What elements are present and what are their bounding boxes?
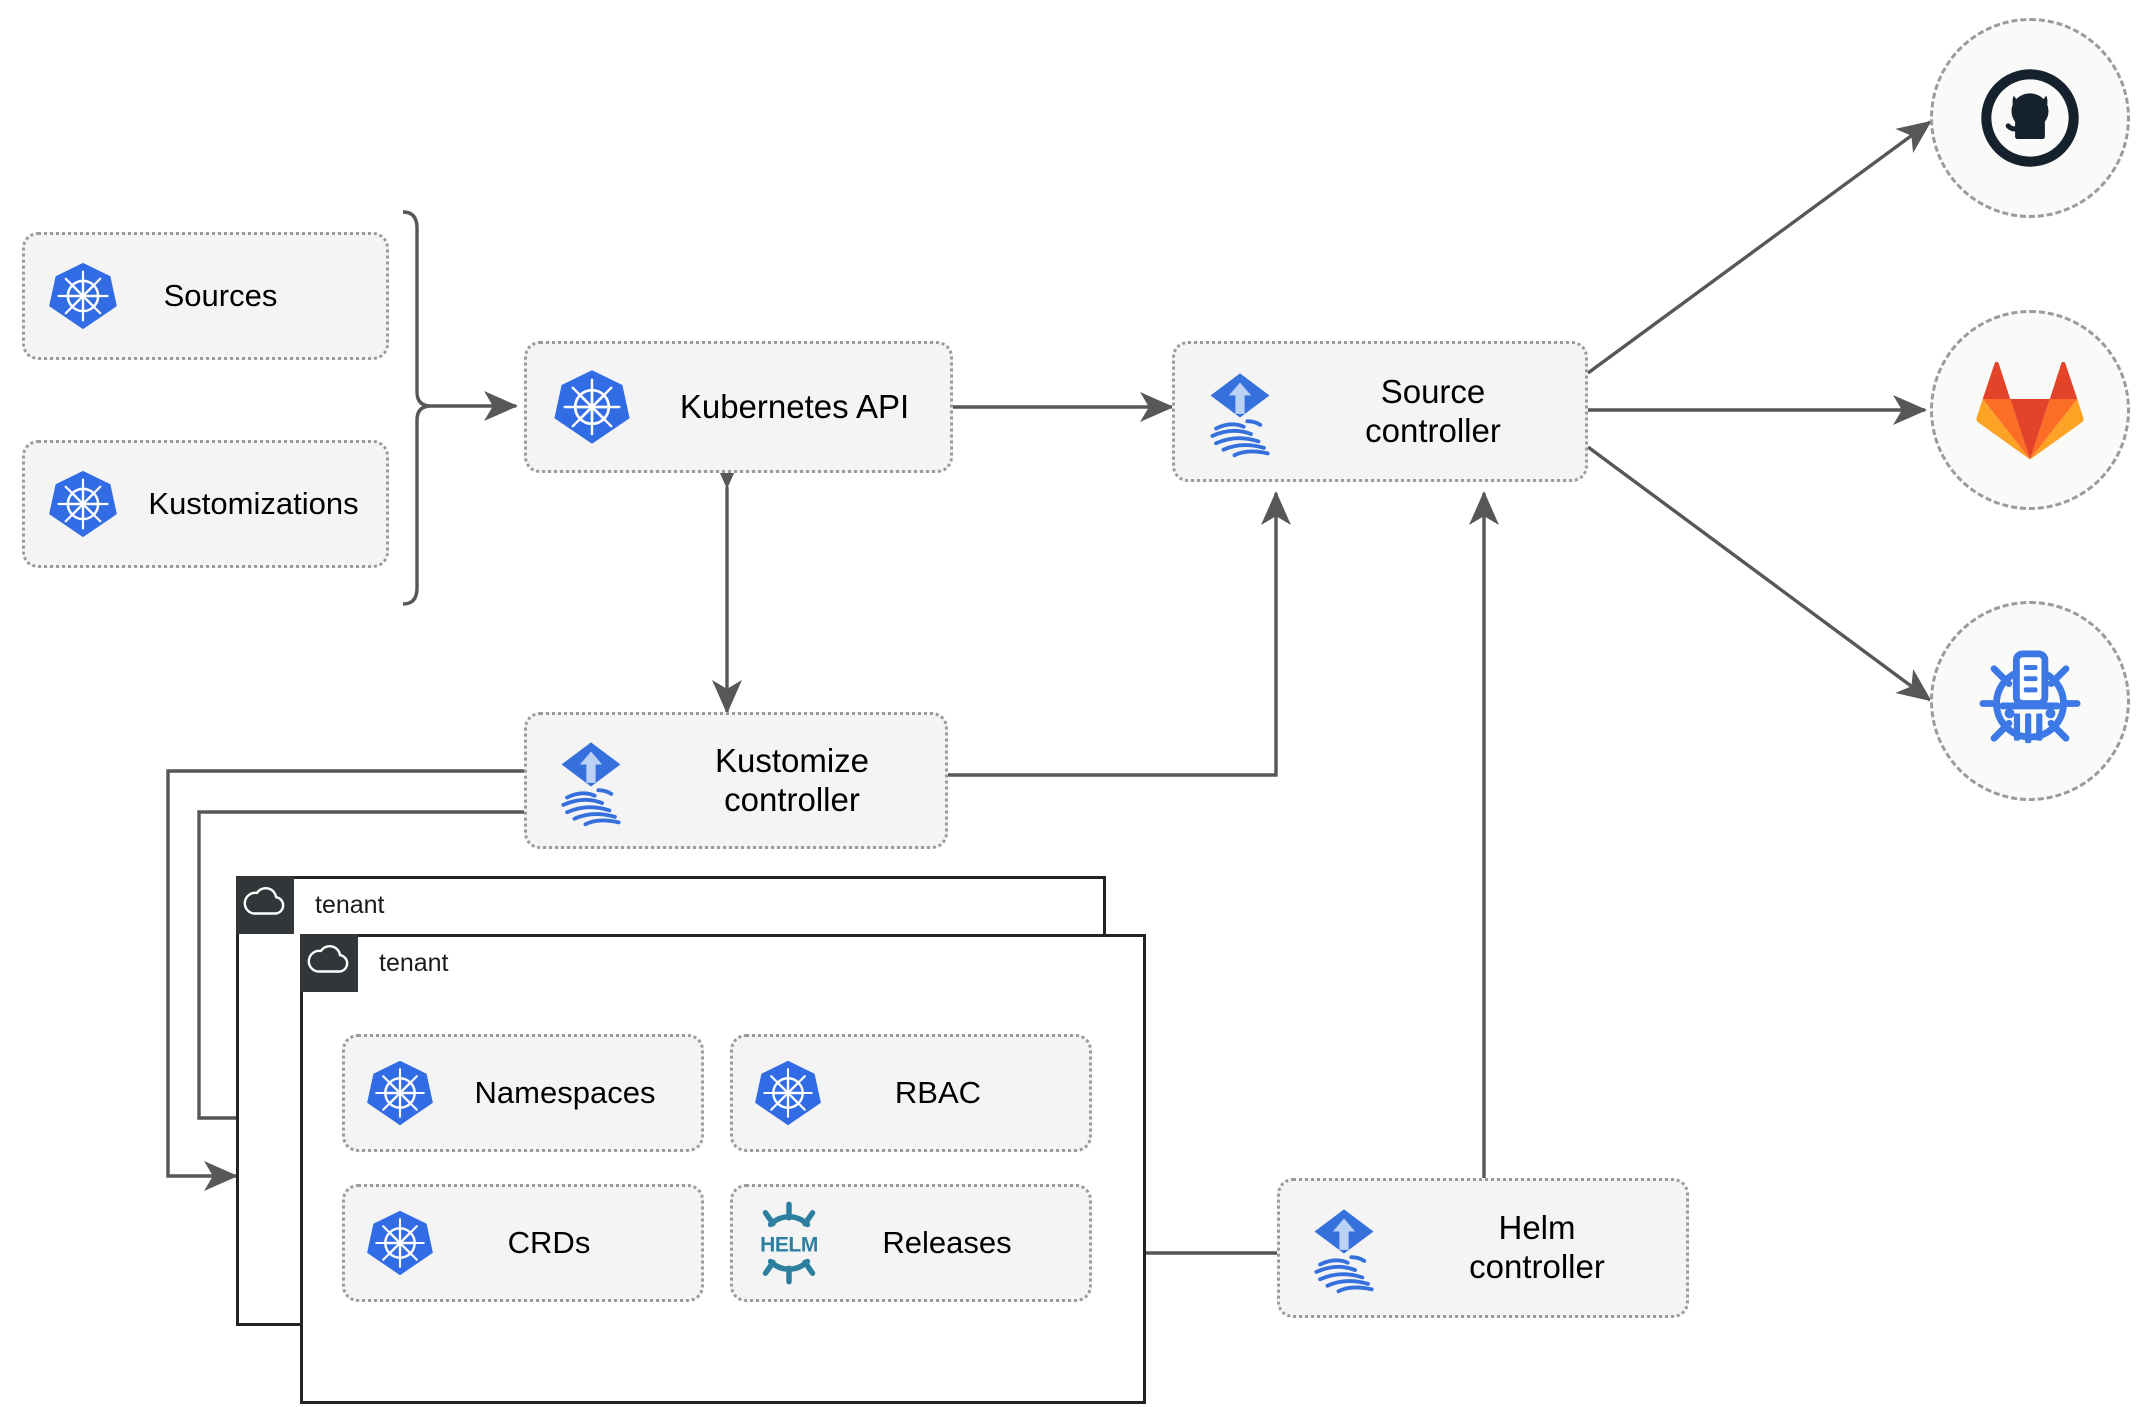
kubernetes-icon [345, 1058, 455, 1128]
node-rbac[interactable]: RBAC [730, 1034, 1092, 1152]
node-kustomize-controller[interactable]: Kustomize controller [524, 712, 948, 849]
node-namespaces[interactable]: Namespaces [342, 1034, 704, 1152]
node-kubernetes-api[interactable]: Kubernetes API [524, 341, 953, 473]
kubernetes-icon [345, 1208, 455, 1278]
flux-icon [527, 735, 655, 827]
node-namespaces-label: Namespaces [474, 1074, 656, 1110]
node-source-controller-label: Source controller [1365, 372, 1501, 449]
node-sources-label: Sources [163, 277, 278, 313]
gitlab-icon [1976, 361, 2084, 460]
svg-text:HELM: HELM [760, 1233, 818, 1256]
external-helm-repository[interactable] [1930, 601, 2130, 801]
github-icon [1981, 69, 2079, 167]
node-kustomizations[interactable]: Kustomizations [22, 440, 389, 568]
node-crds[interactable]: CRDs [342, 1184, 704, 1302]
helm-icon: HELM [733, 1201, 845, 1285]
node-source-controller[interactable]: Source controller [1172, 341, 1588, 482]
kubernetes-icon [527, 367, 657, 447]
node-kustomizations-label: Kustomizations [148, 485, 359, 521]
cloud-icon [243, 887, 285, 915]
edge-sourcectrl-helmrepo [1586, 445, 1932, 702]
kubernetes-icon [25, 468, 141, 540]
tenant-back-label: tenant [315, 890, 385, 919]
node-releases[interactable]: HELM Releases [730, 1184, 1092, 1302]
node-releases-label: Releases [882, 1224, 1012, 1260]
edge-sources-brace [402, 210, 432, 606]
flux-icon [1280, 1202, 1408, 1294]
tenant-back-header-bar [236, 876, 294, 934]
edge-sourcectrl-github [1586, 120, 1932, 375]
tenant-front-label: tenant [379, 948, 449, 977]
helm-repository-icon [1979, 650, 2081, 744]
flux-icon [1175, 366, 1305, 458]
tenant-front-header-bar [300, 934, 358, 992]
tenant-front-container: tenant [300, 934, 1146, 1404]
node-helm-controller-label: Helm controller [1469, 1209, 1605, 1285]
cloud-icon [307, 945, 349, 973]
node-rbac-label: RBAC [894, 1074, 982, 1110]
node-sources[interactable]: Sources [22, 232, 389, 360]
external-gitlab[interactable] [1930, 310, 2130, 510]
kubernetes-icon [25, 260, 141, 332]
kubernetes-icon [733, 1058, 843, 1128]
node-helm-controller[interactable]: Helm controller [1277, 1178, 1689, 1318]
node-crds-label: CRDs [507, 1224, 591, 1260]
edge-kustomizectrl-sourcectrl [938, 490, 1291, 777]
external-github[interactable] [1930, 18, 2130, 218]
node-kubernetes-api-label: Kubernetes API [679, 387, 910, 425]
node-kustomize-controller-label: Kustomize controller [714, 741, 870, 818]
